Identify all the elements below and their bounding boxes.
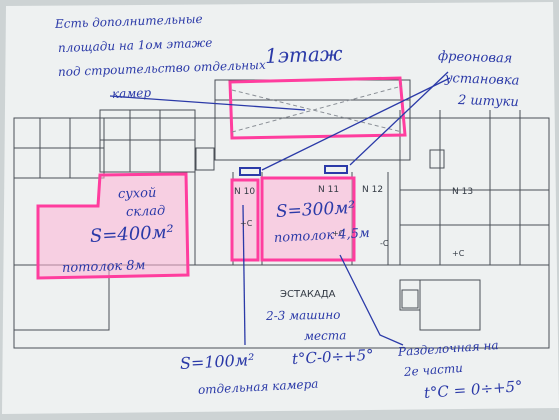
dry-storage-label-line-1: сухой — [117, 185, 157, 202]
room-12-number: N 12 — [362, 185, 384, 195]
dry-storage-area: S=400м² — [89, 221, 175, 247]
extra-area-highlight — [228, 76, 407, 140]
room-11-number: N 11 — [318, 185, 340, 195]
room-mark-3: -C — [380, 239, 389, 248]
room-mark-1: +C — [240, 219, 253, 228]
room-11-highlight — [260, 176, 356, 262]
truck-places-line-2: места — [303, 328, 347, 343]
overpass-label: ЭСТАКАДА — [280, 289, 336, 300]
room-mark-2: +C — [332, 229, 345, 238]
extra-area-cross-2 — [231, 85, 403, 133]
room-11-area: S=300м² — [275, 197, 356, 222]
extra-area-note-line-4: камер — [111, 85, 152, 101]
freon-unit-1 — [239, 167, 261, 176]
room-10-temp: t°C-0÷+5° — [291, 345, 375, 368]
ink-arrows — [109, 71, 451, 346]
freon-note-line-1: фреоновая — [437, 49, 513, 67]
dry-storage-label-line-2: склад — [125, 203, 166, 220]
floor-title: 1этаж — [264, 41, 343, 68]
freon-note-line-3: 2 штуки — [457, 93, 519, 111]
truck-places-line-1: 2-3 машино — [265, 307, 341, 323]
freon-unit-2 — [324, 165, 348, 174]
room-10-area: S=100м² — [179, 350, 255, 373]
room-10-highlight — [230, 178, 260, 262]
room-13-number: N 13 — [452, 187, 474, 197]
extra-area-cross — [231, 89, 403, 133]
dry-storage-highlight — [36, 172, 190, 280]
dry-storage-ceiling: потолок 8м — [61, 258, 146, 276]
freon-note-line-2: установка — [444, 71, 520, 89]
room-mark-4: +C — [452, 249, 465, 258]
room-10-number: N 10 — [234, 187, 256, 197]
